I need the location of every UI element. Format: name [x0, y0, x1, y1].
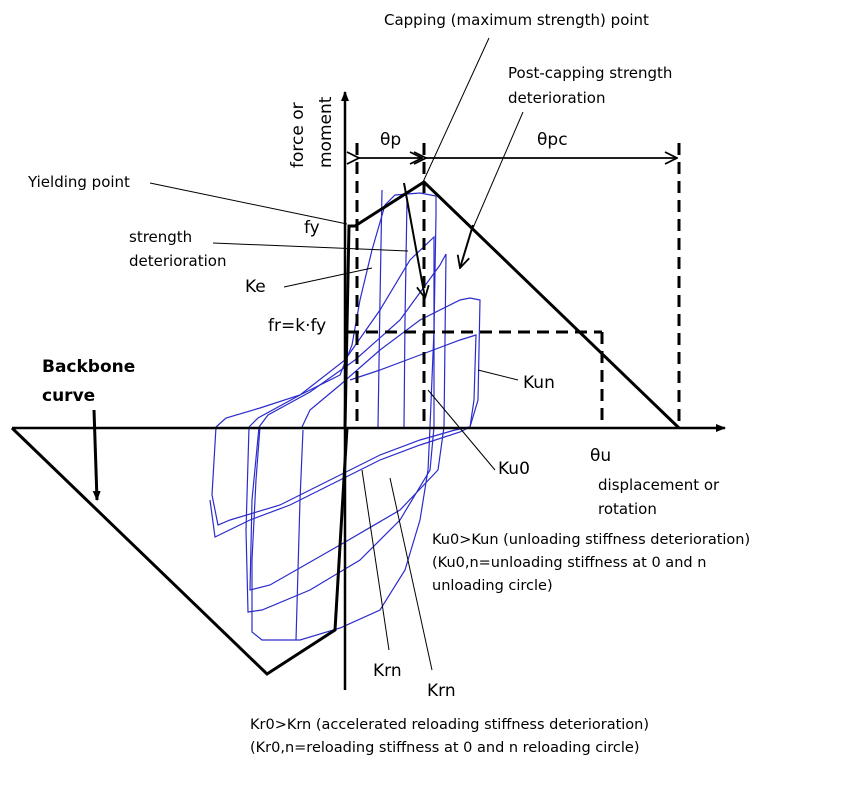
label-ke: Ke: [245, 277, 266, 297]
label-backbone-1: Backbone: [42, 357, 135, 377]
x-axis-label-line2: rotation: [598, 500, 657, 518]
label-kun: Kun: [523, 373, 555, 393]
x-axis-label-line1: displacement or: [598, 476, 720, 494]
leader-yielding: [149, 182, 348, 225]
note-unloading-1: Ku0>Kun (unloading stiffness deteriorati…: [432, 532, 750, 548]
strength-deterioration-arrow: [403, 182, 425, 298]
leader-krn-2: [389, 477, 433, 671]
leader-ku0: [427, 389, 496, 471]
hysteresis-unload-2: [403, 199, 408, 428]
leader-lines: [149, 37, 524, 671]
leader-ke: [283, 267, 373, 288]
label-theta-pc: θpc: [537, 130, 568, 150]
backbone-curve-negative: [10, 426, 349, 676]
leader-capping: [422, 37, 490, 183]
hysteresis-unload-3: [295, 429, 304, 641]
label-capping-point: Capping (maximum strength) point: [384, 11, 649, 29]
label-theta-p: θp: [380, 130, 401, 150]
label-backbone-2: curve: [42, 386, 95, 406]
label-post-capping-1: Post-capping strength: [508, 64, 672, 82]
hysteresis-loop-2: [245, 235, 435, 613]
note-reloading-1: Kr0>Krn (accelerated reloading stiffness…: [250, 717, 649, 733]
y-axis-label-line2: moment: [316, 96, 336, 168]
label-yielding-point: Yielding point: [27, 173, 130, 191]
label-krn-2: Krn: [427, 681, 456, 701]
y-axis-label-line1: force or: [288, 102, 308, 168]
label-strength-det-2: deterioration: [129, 252, 226, 270]
dashed-guides: [347, 143, 681, 427]
hysteresis-loop-5: [209, 334, 477, 538]
note-unloading-3: unloading circle): [432, 578, 553, 594]
label-strength-det-1: strength: [129, 228, 192, 246]
hysteresis-unload-1: [377, 189, 383, 428]
label-fy: fy: [304, 218, 320, 238]
hysteresis-loop-1: [215, 192, 437, 641]
label-ku0: Ku0: [498, 459, 530, 479]
label-post-capping-2: deterioration: [508, 89, 605, 107]
label-fr: fr=k·fy: [268, 316, 326, 336]
y-axis-label: force or moment: [288, 96, 336, 168]
backbone-curve-positive: [343, 180, 681, 430]
leader-strength-det: [212, 242, 409, 252]
post-capping-arrow: [460, 224, 474, 268]
backbone-pointer-arrow: [92, 409, 101, 501]
note-reloading-2: (Kr0,n=reloading stiffness at 0 and n re…: [250, 740, 639, 756]
note-unloading-2: (Ku0,n=unloading stiffness at 0 and n: [432, 555, 706, 571]
label-theta-u: θu: [590, 446, 611, 466]
label-krn-1: Krn: [373, 661, 402, 681]
leader-kun: [477, 369, 519, 381]
leader-post-capping: [472, 111, 524, 229]
leader-krn-1: [361, 469, 390, 651]
